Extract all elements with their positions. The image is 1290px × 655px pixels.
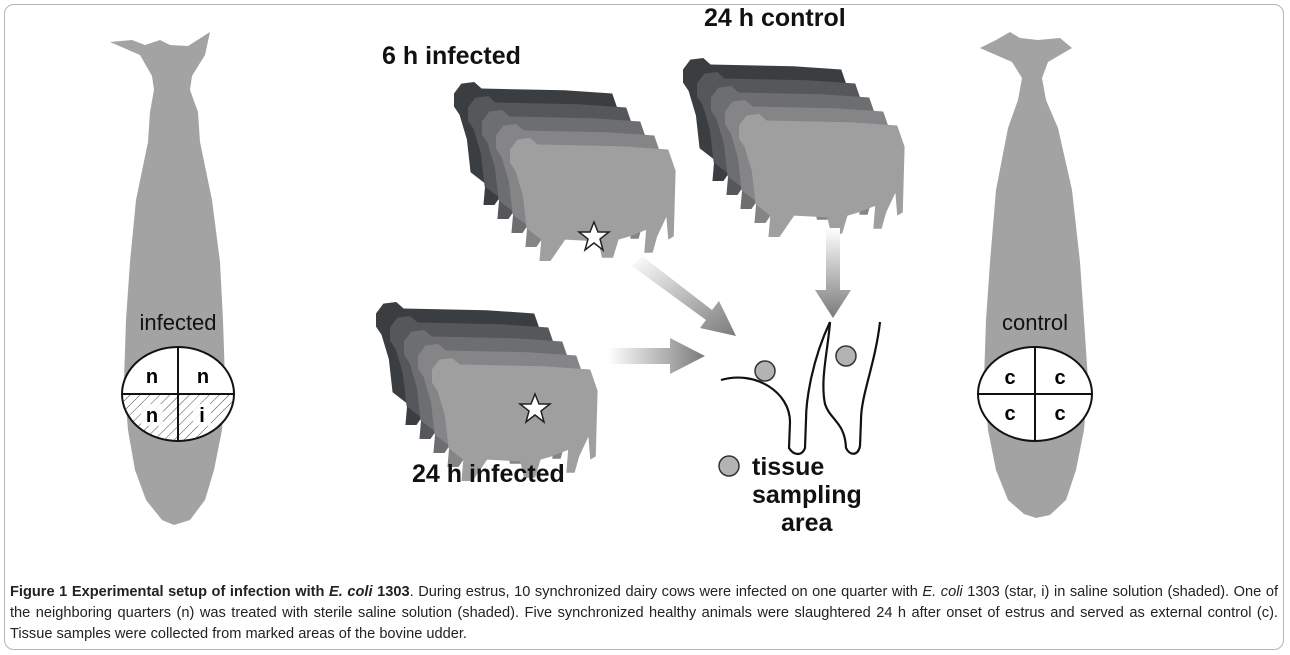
legend-sampling: sampling (752, 481, 862, 509)
caption-title-italic: E. coli (329, 584, 373, 600)
legend-dot-icon (719, 456, 739, 476)
arrow-from-6h (632, 256, 736, 336)
legend-area: area (781, 509, 834, 537)
quarter-label-c4: c (1054, 403, 1065, 425)
cow-herd-6h-infected (454, 82, 676, 261)
caption-title-suffix: 1303 (373, 584, 410, 600)
label-24h-control: 24 h control (704, 4, 846, 32)
arrow-from-24h-infected (608, 338, 705, 374)
legend-tissue: tissue (752, 453, 824, 481)
caption-italic-1: E. coli (922, 584, 962, 600)
quarter-label-rear-left: n (146, 405, 158, 427)
left-udder-label: infected (139, 310, 216, 335)
figure-illustration: infected n n n i control c c c c (0, 0, 1290, 580)
arrow-from-24h-control (815, 228, 851, 318)
right-udder-label: control (1002, 310, 1068, 335)
sampling-dot (836, 346, 856, 366)
udder-sketch (721, 322, 880, 454)
left-cow-silhouette (110, 32, 225, 525)
quarter-label-front-right: n (197, 366, 209, 388)
quarter-label-c2: c (1054, 367, 1065, 389)
figure-caption: Figure 1 Experimental setup of infection… (10, 582, 1278, 645)
sampling-dot (755, 361, 775, 381)
quarter-label-c1: c (1004, 367, 1015, 389)
quarter-label-rear-right: i (199, 405, 205, 427)
cow-herd-24h-control (683, 58, 905, 237)
label-6h-infected: 6 h infected (382, 42, 521, 70)
caption-text-1: . During estrus, 10 synchronized dairy c… (410, 584, 923, 600)
label-24h-infected: 24 h infected (412, 460, 565, 488)
cow-herd-24h-infected (376, 302, 598, 481)
right-udder-diagram: c c c c (978, 347, 1092, 441)
quarter-label-c3: c (1004, 403, 1015, 425)
right-cow-silhouette (980, 32, 1088, 518)
quarter-label-front-left: n (146, 366, 158, 388)
caption-title-prefix: Figure 1 Experimental setup of infection… (10, 584, 329, 600)
left-udder-diagram: n n n i (122, 347, 234, 441)
caption-title: Figure 1 Experimental setup of infection… (10, 584, 410, 600)
